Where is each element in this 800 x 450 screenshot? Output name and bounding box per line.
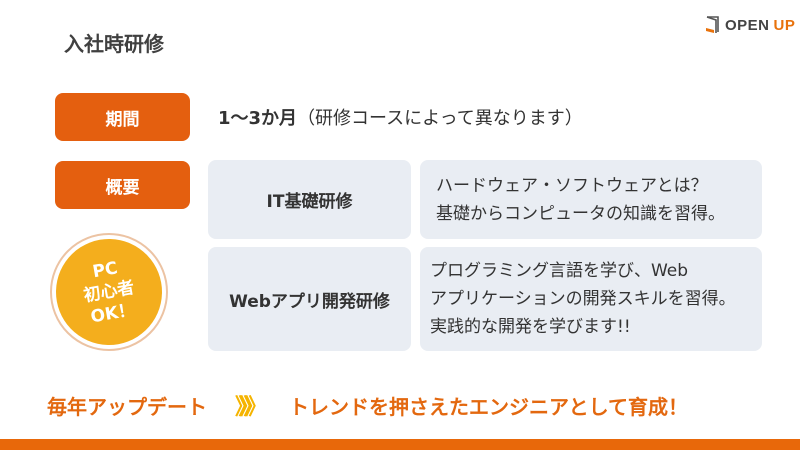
course-name-web-app: Webアプリ開発研修 — [208, 247, 411, 351]
footer-message: 毎年アップデート 》》》 トレンドを押さえたエンジニアとして育成！ — [47, 389, 688, 421]
chevrons-right-icon: 》》》 — [235, 395, 267, 420]
logo-text-up: UP — [773, 16, 796, 34]
course-desc-web-app: プログラミング言語を学び、Web アプリケーションの開発スキルを習得。 実践的な… — [420, 247, 762, 351]
course-desc-it-basics: ハードウェア・ソフトウェアとは？ 基礎からコンピュータの知識を習得。 — [420, 160, 762, 239]
course-name-it-basics: IT基礎研修 — [208, 160, 411, 239]
badge-text: PC 初心者 OK！ — [47, 230, 171, 354]
footer-right-text: トレンドを押さえたエンジニアとして育成！ — [289, 394, 689, 419]
open-up-logo: OPEN UP — [705, 16, 795, 34]
page-title: 入社時研修 — [64, 32, 164, 56]
overview-label: 概要 — [55, 161, 190, 209]
period-note: （研修コースによって異なります） — [297, 108, 583, 129]
logo-text-open: OPEN — [725, 16, 770, 34]
pc-beginner-badge: PC 初心者 OK！ — [47, 230, 171, 354]
period-text: 1〜3か月（研修コースによって異なります） — [218, 104, 583, 130]
logo-door-icon — [706, 16, 719, 33]
footer-left-text: 毎年アップデート — [47, 394, 207, 419]
period-value: 1〜3か月 — [218, 108, 298, 129]
bottom-accent-bar — [0, 439, 800, 450]
period-label: 期間 — [55, 93, 190, 141]
